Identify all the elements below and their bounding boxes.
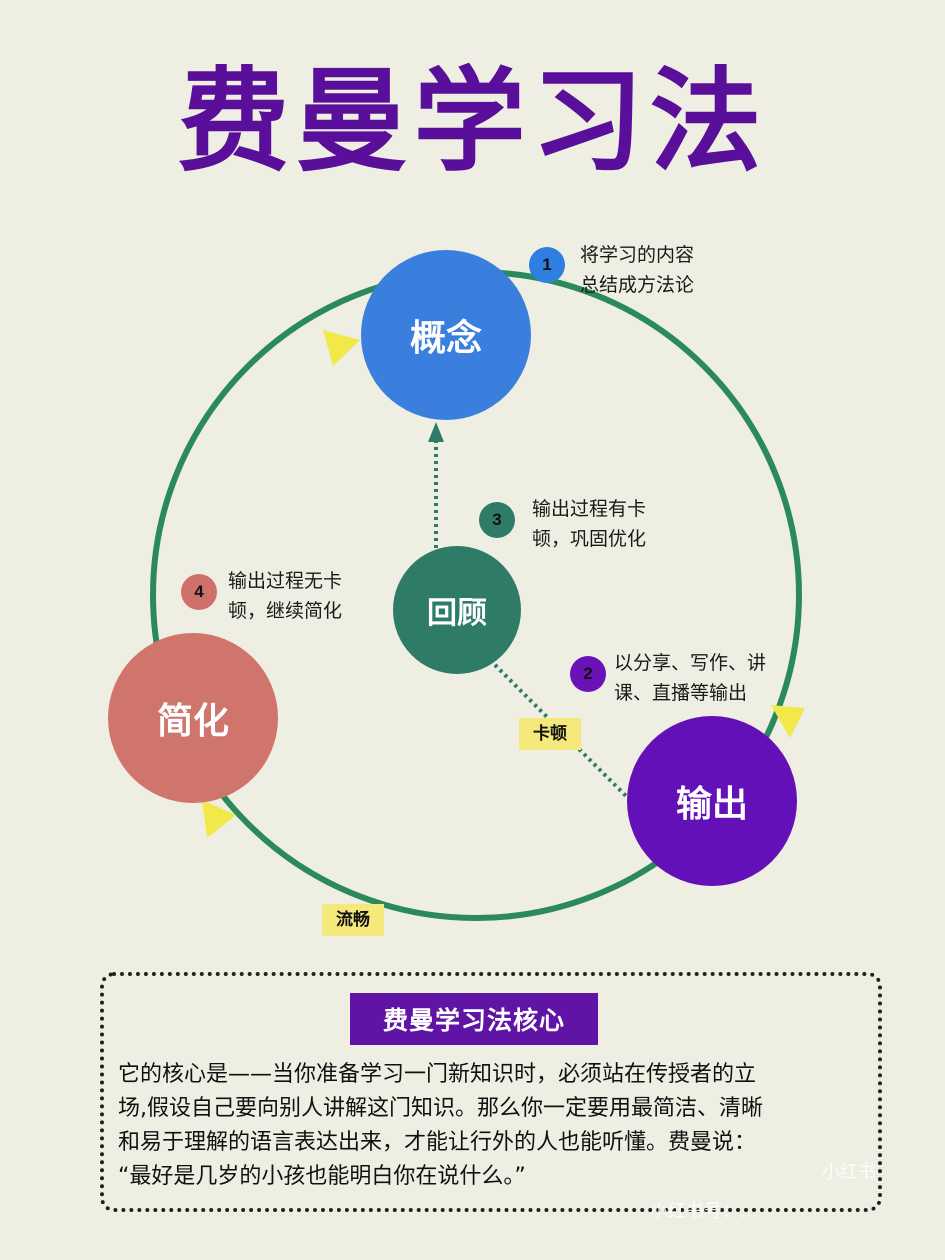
step-1-line1: 将学习的内容: [580, 244, 695, 266]
simplify-node: 简化: [108, 633, 278, 803]
step-2-line2: 课、直播等输出: [614, 682, 748, 704]
step-1-line2: 总结成方法论: [580, 274, 695, 296]
step-3-note: 输出过程有卡 顿，巩固优化: [532, 494, 646, 554]
step-1-note: 将学习的内容 总结成方法论: [580, 240, 694, 300]
step-3-line2: 顿，巩固优化: [532, 528, 647, 550]
step-2-note: 以分享、写作、讲 课、直播等输出: [614, 648, 766, 708]
arrow-to-concept-icon: [323, 330, 360, 366]
step-4-line2: 顿，继续简化: [228, 600, 343, 622]
step-4-note: 输出过程无卡 顿，继续简化: [228, 566, 342, 626]
step-4-badge: 4: [181, 574, 217, 610]
output-node: 输出: [627, 716, 797, 886]
dotted-arrowhead: [428, 422, 444, 442]
smooth-tag: 流畅: [322, 904, 384, 936]
step-3-badge: 3: [479, 502, 515, 538]
output-label: 输出: [675, 784, 748, 825]
core-line-2: 场,假设自己要向别人讲解这门知识。那么你一定要用最简洁、清晰: [118, 1096, 763, 1121]
review-node: 回顾: [393, 546, 521, 674]
step-1-badge: 1: [529, 247, 565, 283]
step-4-line1: 输出过程无卡: [228, 570, 343, 592]
core-line-1: 它的核心是——当你准备学习一门新知识时，必须站在传授者的立: [118, 1062, 757, 1087]
concept-node: 概念: [361, 250, 531, 420]
review-label: 回顾: [427, 596, 487, 631]
arrow-to-simplify-icon: [202, 800, 236, 838]
step-3-line1: 输出过程有卡: [532, 498, 647, 520]
core-line-4: “最好是几岁的小孩也能明白你在说什么。”: [118, 1164, 526, 1189]
page-title: 费曼学习法: [177, 57, 768, 187]
watermark-footer: 小红书号：...: [650, 1201, 758, 1222]
step-2-line1: 以分享、写作、讲: [614, 652, 767, 674]
step-2-badge: 2: [570, 656, 606, 692]
core-box: [100, 972, 882, 1212]
core-line-3: 和易于理解的语言表达出来，才能让行外的人也能听懂。费曼说：: [118, 1130, 757, 1155]
core-heading: 费曼学习法核心: [350, 993, 598, 1045]
watermark-badge: 小红书: [822, 1162, 876, 1183]
simplify-label: 简化: [156, 701, 229, 742]
stuck-tag: 卡顿: [519, 718, 581, 750]
arrow-to-output-icon: [771, 705, 805, 738]
core-text: 它的核心是——当你准备学习一门新知识时，必须站在传授者的立 场,假设自己要向别人…: [118, 1058, 878, 1194]
concept-label: 概念: [409, 318, 482, 359]
